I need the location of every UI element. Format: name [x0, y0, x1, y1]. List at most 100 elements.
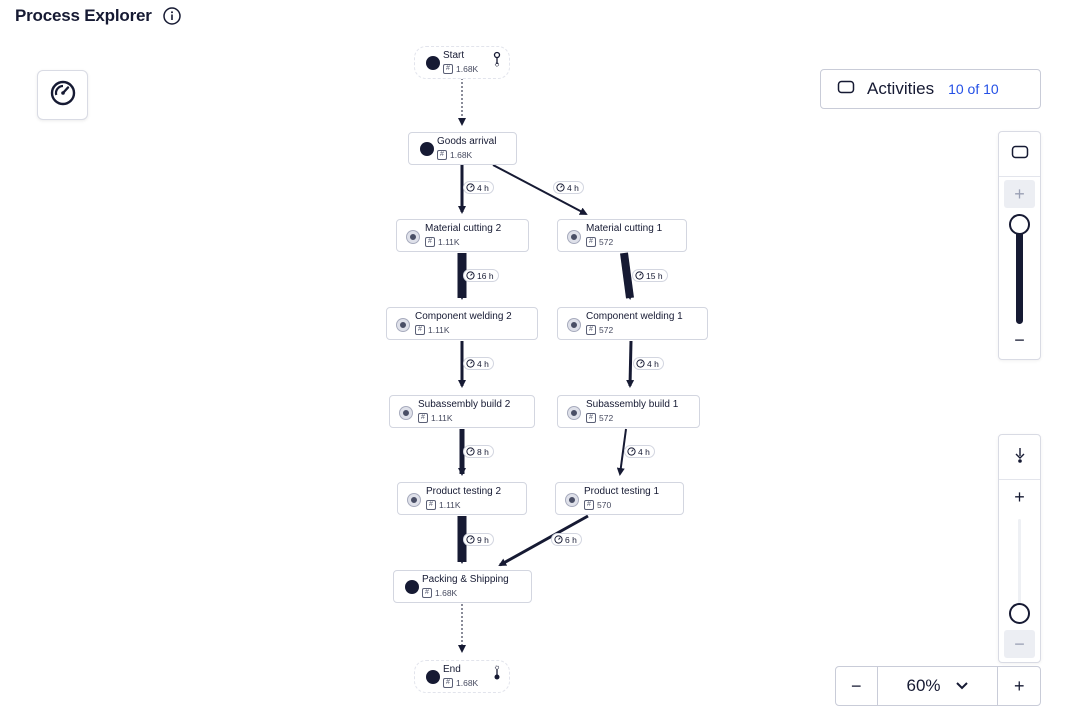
case-count-icon: #: [443, 64, 453, 74]
case-count-icon: #: [443, 678, 453, 688]
node-material-cutting-1[interactable]: Material cutting 1 #572: [557, 219, 687, 252]
node-count: #1.68K: [422, 588, 457, 598]
case-count-icon: #: [425, 237, 435, 247]
node-name: Goods arrival: [437, 136, 497, 147]
node-name: End: [443, 664, 461, 675]
zoom-level-value: 60%: [906, 676, 941, 695]
node-dot: [407, 231, 419, 243]
case-count-icon: #: [586, 413, 596, 423]
node-dot: [426, 56, 440, 70]
edge-subassembly-build-1-product-testing-1[interactable]: [616, 428, 627, 476]
node-packing-shipping[interactable]: Packing & Shipping #1.68K: [393, 570, 532, 603]
zoom-in-button[interactable]: +: [1013, 675, 1025, 696]
node-name: Subassembly build 1: [586, 399, 679, 410]
page-header: Process Explorer: [15, 6, 182, 26]
node-subassembly-build-1[interactable]: Subassembly build 1 #572: [557, 395, 700, 428]
node-product-testing-1[interactable]: Product testing 1 #570: [555, 482, 684, 515]
path-slider-handle[interactable]: [1009, 603, 1030, 624]
edge-goods-arrival-material-cutting-1[interactable]: [492, 164, 588, 215]
node-count: #1.11K: [425, 237, 460, 247]
node-dot: [420, 142, 434, 156]
edge-label[interactable]: 4 h: [463, 357, 494, 370]
node-count: #1.11K: [418, 413, 453, 423]
activities-label: Activities: [867, 79, 935, 98]
node-count: #1.11K: [415, 325, 450, 335]
node-name: Packing & Shipping: [422, 574, 509, 585]
node-component-welding-2[interactable]: Component welding 2 #1.11K: [386, 307, 538, 340]
start-pin-icon: [493, 51, 501, 72]
chevron-down-icon: [955, 676, 969, 696]
performance-toggle-button[interactable]: [37, 70, 88, 120]
case-count-icon: #: [426, 500, 436, 510]
node-count: #1.68K: [437, 150, 472, 160]
zoom-out-button[interactable]: −: [836, 667, 878, 705]
path-slider[interactable]: [999, 515, 1040, 625]
node-material-cutting-2[interactable]: Material cutting 2 #1.11K: [396, 219, 529, 252]
node-subassembly-build-2[interactable]: Subassembly build 2 #1.11K: [389, 395, 535, 428]
zoom-control: − 60% +: [835, 666, 1041, 706]
info-icon[interactable]: [162, 6, 182, 26]
node-dot: [400, 407, 412, 419]
activity-increase-button[interactable]: +: [1004, 180, 1035, 208]
node-name: Product testing 1: [584, 486, 660, 497]
speedometer-icon: [49, 79, 77, 112]
path-decrease-button[interactable]: −: [1004, 630, 1035, 658]
edge-label[interactable]: 4 h: [553, 181, 584, 194]
edge-component-welding-1-subassembly-build-1[interactable]: [626, 340, 635, 388]
activity-box-icon: [1011, 145, 1029, 164]
divider: [999, 479, 1040, 480]
case-count-icon: #: [422, 588, 432, 598]
node-product-testing-2[interactable]: Product testing 2 #1.11K: [397, 482, 527, 515]
node-dot: [566, 494, 578, 506]
activity-decrease-button[interactable]: −: [1014, 329, 1025, 350]
path-view-toggle-button[interactable]: [999, 443, 1040, 471]
edge-label[interactable]: 8 h: [463, 445, 494, 458]
edge-label[interactable]: 16 h: [463, 269, 499, 282]
path-increase-button[interactable]: +: [1014, 486, 1025, 507]
edge-label[interactable]: 4 h: [463, 181, 494, 194]
activity-slider-handle[interactable]: [1009, 214, 1030, 235]
node-dot: [568, 407, 580, 419]
activity-slider-track: [1016, 216, 1023, 324]
edge-label[interactable]: 4 h: [624, 445, 655, 458]
activity-slider[interactable]: [999, 210, 1040, 330]
node-count: #1.68K: [443, 64, 478, 74]
node-count: #572: [586, 413, 613, 423]
node-count: #1.68K: [443, 678, 478, 688]
activities-count: 10 of 10: [948, 81, 999, 97]
node-dot: [568, 231, 580, 243]
edge-label[interactable]: 6 h: [551, 533, 582, 546]
activity-slider-panel: + −: [998, 131, 1041, 360]
node-component-welding-1[interactable]: Component welding 1 #572: [557, 307, 708, 340]
edge-label[interactable]: 15 h: [632, 269, 668, 282]
node-start[interactable]: Start #1.68K: [414, 46, 510, 79]
end-pin-icon: [493, 665, 501, 686]
node-name: Subassembly build 2: [418, 399, 511, 410]
activity-view-toggle-button[interactable]: [999, 140, 1040, 168]
node-count: #570: [584, 500, 611, 510]
node-name: Start: [443, 50, 465, 61]
node-end[interactable]: End #1.68K: [414, 660, 510, 693]
clock-icon: [466, 355, 475, 373]
clock-icon: [635, 267, 644, 285]
case-count-icon: #: [586, 237, 596, 247]
path-slider-track: [1018, 519, 1021, 619]
case-count-icon: #: [415, 325, 425, 335]
clock-icon: [466, 179, 475, 197]
node-name: Component welding 1: [586, 311, 683, 322]
page-title: Process Explorer: [15, 6, 152, 25]
activity-box-icon: [837, 80, 855, 99]
edge-material-cutting-1-component-welding-1[interactable]: [620, 252, 634, 300]
zoom-level-select[interactable]: 60%: [878, 667, 999, 705]
edge-product-testing-1-packing-shipping[interactable]: [498, 514, 589, 567]
activities-button[interactable]: Activities 10 of 10: [820, 69, 1041, 109]
edge-label[interactable]: 9 h: [463, 533, 494, 546]
edge-label[interactable]: 4 h: [633, 357, 664, 370]
node-dot: [426, 670, 440, 684]
node-count: #1.11K: [426, 500, 461, 510]
node-dot: [408, 494, 420, 506]
clock-icon: [466, 267, 475, 285]
divider: [999, 176, 1040, 177]
arrow-down-icon: [1013, 446, 1027, 469]
node-goods-arrival[interactable]: Goods arrival #1.68K: [408, 132, 517, 165]
